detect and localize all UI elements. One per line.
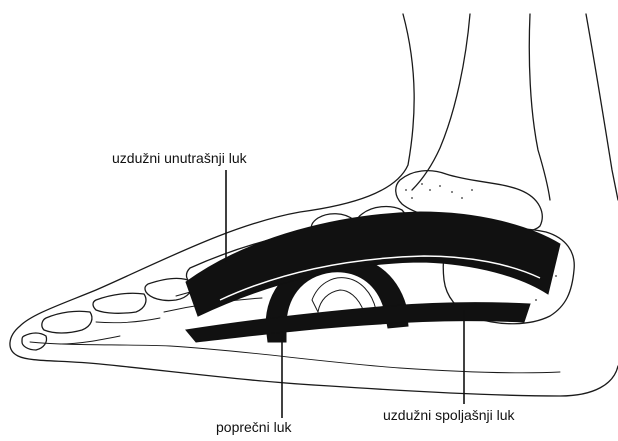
foot-outline bbox=[10, 14, 618, 396]
phalanx-2 bbox=[93, 293, 146, 313]
toe-lines bbox=[60, 318, 160, 344]
tibia-bone-back bbox=[529, 14, 550, 200]
leg-back-outline bbox=[586, 14, 618, 200]
sole-inner-line bbox=[30, 342, 560, 373]
lateral-arch-band bbox=[186, 303, 530, 342]
phalanx-3 bbox=[42, 311, 92, 333]
phalanx-4 bbox=[22, 333, 47, 350]
transverse-arch-gap bbox=[312, 278, 376, 312]
phalanx-1 bbox=[145, 278, 192, 300]
label-transverse-arch: poprečni luk bbox=[216, 419, 292, 435]
tibia-bone bbox=[412, 14, 470, 190]
label-medial-longitudinal-arch: uzdužni unutrašnji luk bbox=[112, 150, 247, 166]
label-lateral-longitudinal-arch: uzdužni spoljašnji luk bbox=[383, 407, 515, 423]
